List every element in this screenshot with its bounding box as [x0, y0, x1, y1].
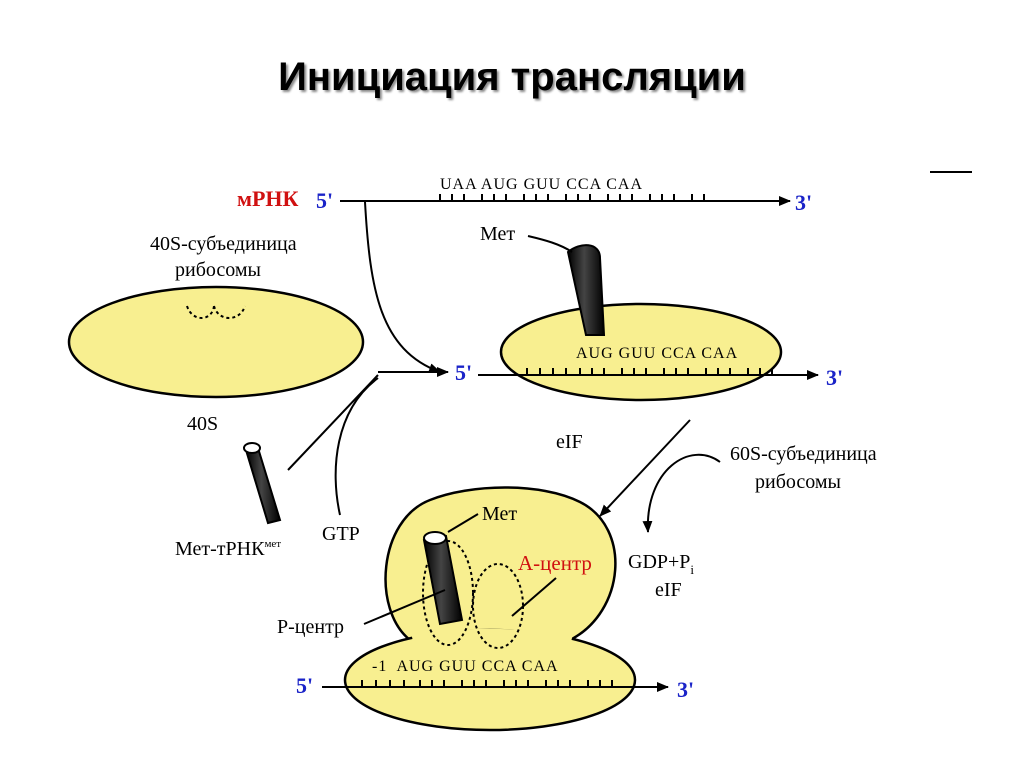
subunit40-label-line1: 40S-субъединица: [150, 233, 297, 255]
met-trna-mid: [566, 244, 606, 336]
met-trna-molecule: [243, 442, 282, 525]
mrna-bottom-5prime: 5': [296, 673, 313, 698]
slide-title: Инициация трансляции: [278, 55, 746, 99]
mrna-mid-3prime: 3': [826, 365, 843, 390]
mrna-bottom-codons: -1 AUG GUU CCA CAA: [372, 658, 559, 675]
met-trna-bottom: [422, 531, 464, 626]
subunit60-arrow: [599, 419, 691, 517]
p-site-outline: [422, 540, 474, 646]
met-bottom-pointer: [447, 513, 479, 533]
subunit40-label-line2: рибосомы: [175, 259, 261, 281]
mrna-mid-codons: AUG GUU CCA CAA: [576, 345, 738, 362]
mrna-label: мРНК: [237, 186, 299, 211]
subunit40-short-label: 40S: [187, 413, 218, 435]
p-site-label: Р-центр: [277, 616, 344, 638]
release-arrow: [642, 453, 721, 533]
met-label-top: Мет: [480, 223, 515, 245]
ribosome-junction: [411, 628, 573, 641]
gdp-pi-label: GDP+Pi: [628, 551, 694, 577]
mrna-top-3prime: 3': [795, 190, 812, 215]
mrna-bottom-3prime: 3': [677, 677, 694, 702]
met-label-bottom: Мет: [482, 503, 517, 525]
subunit40-binding-site: [186, 305, 246, 319]
gtp-join-curve: [334, 377, 379, 516]
eif-top-label: eIF: [556, 431, 583, 453]
met-top-pointer: [527, 235, 573, 253]
mrna-top-codons: UAA AUG GUU CCA CAA: [440, 176, 643, 193]
subunit60-label-line1: 60S-субъединица: [730, 443, 877, 465]
eif-bottom-label: eIF: [655, 579, 682, 601]
p-site-pointer: [363, 589, 446, 625]
met-trna-label: Мет-тРНКмет: [175, 538, 281, 560]
subunit40-ellipse: [67, 285, 365, 399]
mrna-mid-ticks: [526, 368, 773, 375]
mrna-top-ticks: [439, 194, 705, 201]
mrna-mid-5prime: 5': [455, 360, 472, 385]
gtp-label: GTP: [322, 523, 360, 545]
a-site-pointer: [511, 577, 557, 617]
a-site-label: А-центр: [518, 551, 592, 575]
subunit60-label-line2: рибосомы: [755, 471, 841, 493]
mrna-bottom-ticks: [361, 680, 613, 687]
mrna-top-5prime: 5': [316, 188, 333, 213]
mrna-to-complex-arrow: [364, 201, 441, 373]
